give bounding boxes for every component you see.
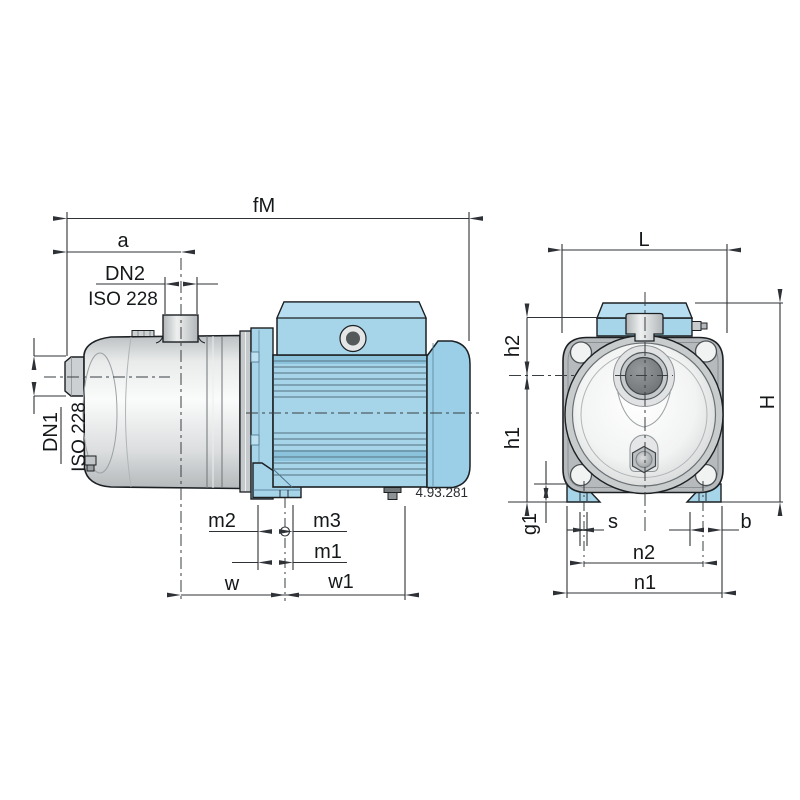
gland-nipple xyxy=(691,321,702,331)
dim-label-w1: w1 xyxy=(327,571,354,593)
dim-label-m1: m1 xyxy=(314,541,342,563)
drain-plug-front xyxy=(629,434,659,474)
motor-rear-cap xyxy=(426,340,471,489)
dim-label-b: b xyxy=(740,511,751,533)
centerlines-front xyxy=(509,292,704,567)
priming-plug xyxy=(131,330,155,337)
dim-label-L: L xyxy=(638,229,649,251)
drawing-reference-number: 4.93.281 xyxy=(415,485,468,500)
dim-label-DN2: DN2 xyxy=(105,263,145,285)
dim-label-H: H xyxy=(757,395,779,409)
dim-label-n2: n2 xyxy=(633,542,655,564)
rear-support-plug xyxy=(383,487,402,500)
dim-label-m2: m2 xyxy=(208,510,236,532)
dim-label-s: s xyxy=(608,511,618,533)
dim-label-ISO228-left: ISO 228 xyxy=(69,402,90,472)
terminal-box xyxy=(276,301,427,356)
dim-label-g1: g1 xyxy=(519,513,541,535)
bolt-hole xyxy=(569,463,593,487)
centerlines-side xyxy=(44,258,479,601)
dimensions-front xyxy=(508,244,783,598)
dim-label-ISO228-top: ISO 228 xyxy=(88,289,158,310)
side-view: fM a DN2 ISO 228 DN1 ISO 228 m2 m3 m1 w … xyxy=(31,195,483,601)
dim-label-h2: h2 xyxy=(502,335,524,357)
dim-label-h1: h1 xyxy=(502,427,524,449)
dim-label-m3: m3 xyxy=(313,510,341,532)
dim-label-DN1: DN1 xyxy=(40,412,62,452)
dim-label-n1: n1 xyxy=(634,572,656,594)
front-view: L H h2 h1 g1 s b n2 n1 xyxy=(502,229,783,598)
bolt-hole xyxy=(694,340,718,363)
dim-label-fM: fM xyxy=(253,195,275,217)
dimensions-side xyxy=(31,212,483,600)
bolt-hole xyxy=(569,341,593,364)
dim-label-a: a xyxy=(117,230,129,252)
suction-port-front xyxy=(613,345,675,428)
pump-body xyxy=(82,330,241,490)
dim-label-w: w xyxy=(224,573,240,595)
pump-face xyxy=(571,342,717,487)
dome-seam xyxy=(82,352,118,474)
motor-body xyxy=(272,354,428,488)
